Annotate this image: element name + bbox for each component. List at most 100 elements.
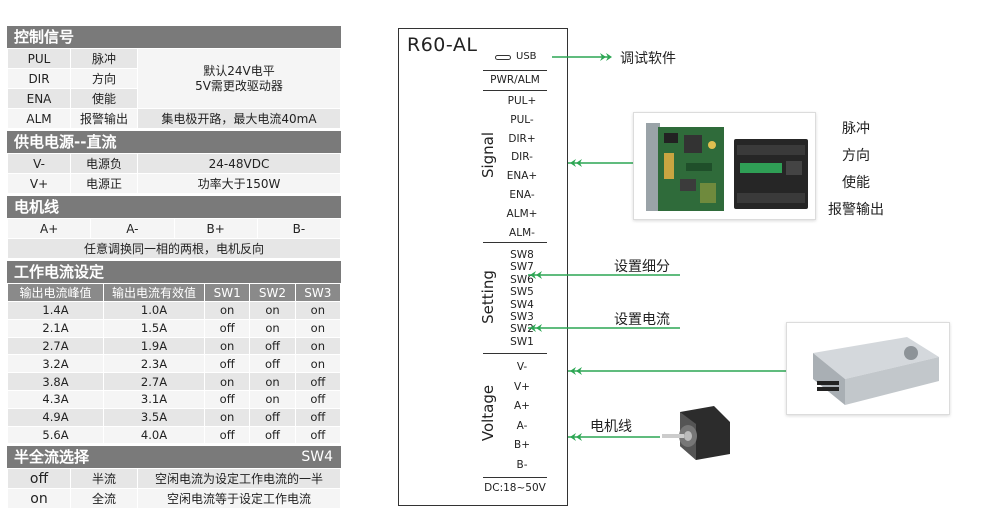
setting-pin: SW3 (510, 311, 534, 323)
current-cell: 4.0A (103, 425, 205, 445)
driver-model: R60-AL (407, 34, 478, 56)
half-current-header: 半全流选择 SW4 (7, 446, 341, 469)
control-func: 报警输出 (70, 108, 138, 129)
setting-pin: SW5 (510, 286, 534, 299)
usb-label: USB (516, 51, 537, 62)
voltage-pin: V+ (514, 380, 530, 393)
control-func: 使能 (70, 88, 138, 109)
setting-pin: SW4 (510, 298, 534, 311)
half-mode: 全流 (70, 488, 138, 510)
current-cell: 1.5A (103, 318, 205, 338)
current-cell: 3.1A (103, 389, 205, 409)
level-note: 默认24V电平 5V需更改驱动器 (137, 48, 341, 109)
power-table: V- 电源负 24-48VDC V+ 电源正 功率大于150W (7, 153, 341, 194)
current-cell: off (203, 389, 251, 409)
power-title: 供电电源--直流 (14, 133, 117, 151)
current-cell: 3.5A (103, 407, 205, 427)
arrow-left-icon (530, 271, 536, 279)
current-col-header: SW1 (203, 283, 251, 302)
signal-pin: DIR- (511, 151, 533, 164)
current-cell: off (249, 407, 296, 427)
control-signal-title: 控制信号 (14, 28, 75, 46)
direction-label: 方向 (842, 148, 870, 164)
arrow-right-icon (606, 53, 612, 61)
motor-title: 电机线 (14, 198, 60, 216)
half-current-table: off 半流 空闲电流为设定工作电流的一半 on 全流 空闲电流等于设定工作电流 (7, 468, 341, 510)
control-func: 方向 (70, 68, 138, 89)
current-title: 工作电流设定 (14, 263, 105, 281)
enable-label: 使能 (842, 175, 870, 191)
motor-note: 任意调换同一相的两根，电机反向 (7, 238, 341, 259)
pwr-alm-label: PWR/ALM (490, 74, 540, 86)
current-cell: off (203, 425, 251, 445)
stepper-motor-icon (662, 406, 730, 460)
current-cell: off (294, 389, 342, 409)
divider (483, 242, 547, 243)
divider (483, 90, 547, 91)
current-col-header: 输出电流峰值 (7, 283, 104, 302)
current-cell: 3.2A (7, 354, 104, 374)
power-desc: 功率大于150W (137, 173, 341, 194)
voltage-pin: A+ (514, 400, 530, 413)
voltage-pin: V- (516, 361, 528, 373)
half-mode: 半流 (70, 468, 138, 490)
divider (483, 477, 547, 478)
signal-pin: ALM- (509, 226, 535, 239)
dc-range: DC:18~50V (484, 482, 546, 494)
control-signal-table: PUL 脉冲 默认24V电平 5V需更改驱动器 DIR 方向 ENA 使能 AL… (7, 48, 341, 129)
current-cell: on (249, 372, 296, 391)
arrow-left-icon (570, 367, 576, 375)
current-cell: on (249, 389, 296, 409)
alm-note: 集电极开路，最大电流40mA (137, 108, 341, 129)
current-col-header: 输出电流有效值 (103, 283, 205, 302)
subdivision-label: 设置细分 (614, 259, 670, 275)
stepper-motor-image (660, 402, 738, 464)
voltage-pin: A- (516, 419, 528, 432)
arrow-left-icon (570, 433, 576, 441)
control-pin: ALM (7, 108, 71, 129)
voltage-pin: B- (516, 459, 528, 471)
arrow-left-icon (536, 271, 542, 279)
driver-body (398, 28, 568, 506)
motor-pin: A+ (6, 218, 92, 239)
motor-pin: B- (256, 218, 342, 239)
current-header: 工作电流设定 (7, 261, 341, 283)
divider (483, 353, 547, 354)
setting-pin: SW1 (510, 335, 534, 348)
current-col-header: SW3 (294, 283, 342, 302)
signal-pin: ENA+ (506, 170, 538, 183)
signal-pin: ALM+ (506, 207, 538, 220)
pulse-label: 脉冲 (842, 121, 870, 137)
half-desc: 空闲电流为设定工作电流的一半 (137, 468, 341, 490)
pcb-and-plc-icon (646, 123, 808, 211)
current-cell: 3.8A (7, 372, 104, 391)
current-cell: 1.4A (7, 301, 104, 320)
current-cell: on (294, 354, 342, 374)
current-cell: 2.7A (103, 372, 205, 391)
spec-tables: 控制信号 PUL 脉冲 默认24V电平 5V需更改驱动器 DIR 方向 ENA … (6, 24, 342, 510)
current-cell: on (294, 301, 342, 320)
current-cell: 4.3A (7, 389, 104, 409)
half-current-switch: SW4 (301, 449, 333, 466)
power-pin: V+ (7, 173, 71, 194)
current-col-header: SW2 (249, 283, 296, 302)
current-cell: off (249, 336, 296, 356)
signal-pin: PUL+ (507, 95, 537, 107)
voltage-pin: B+ (513, 439, 530, 452)
arrow-left-icon (576, 159, 582, 167)
controller-image (633, 112, 816, 220)
alarm-output-label: 报警输出 (828, 202, 884, 218)
divider (483, 70, 547, 71)
control-pin: PUL (7, 48, 71, 69)
arrow-left-icon (530, 324, 536, 332)
motor-line-label: 电机线 (590, 419, 632, 435)
current-cell: on (203, 407, 251, 427)
current-setting-label: 设置电流 (614, 312, 670, 328)
power-func: 电源负 (70, 153, 138, 174)
power-header: 供电电源--直流 (7, 131, 341, 153)
